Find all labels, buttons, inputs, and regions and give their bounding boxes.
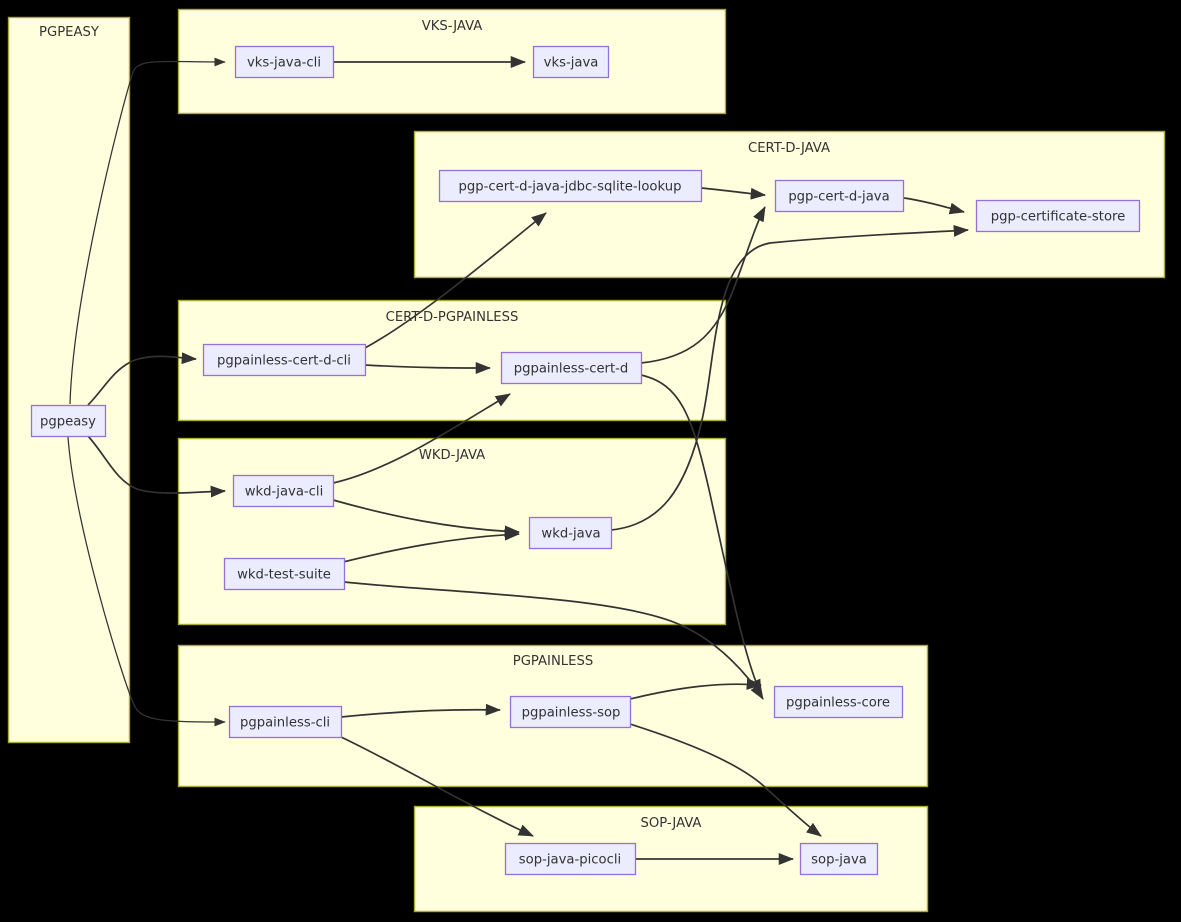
node-pgpainless-core[interactable]: pgpainless-core — [773, 685, 904, 719]
edge-pgp-cert-d-java-to-pgp-certificate-store — [903, 197, 965, 215]
node-pgp-cert-d-java-rect[interactable] — [774, 179, 905, 213]
cluster-pgpainless-label: PGPAINLESS — [513, 654, 593, 669]
cluster-wkd-java: WKD-JAVA — [177, 437, 727, 626]
edge-wkd-test-suite-to-pgpainless-core — [343, 581, 764, 700]
edge-pgpainless-cert-d-cli-to-pgpainless-cert-d — [364, 362, 492, 374]
node-wkd-test-suite-rect[interactable] — [223, 557, 346, 591]
node-sop-java-picocli-label: sop-java-picocli — [519, 853, 621, 868]
node-wkd-java[interactable]: wkd-java — [528, 516, 613, 550]
node-pgp-certificate-store-rect[interactable] — [975, 199, 1141, 233]
node-vks-java-cli[interactable]: vks-java-cli — [234, 45, 335, 79]
node-pgpainless-sop-label: pgpainless-sop — [522, 706, 621, 721]
edge-wkd-java-to-pgp-certificate-store — [610, 225, 970, 531]
node-sop-java[interactable]: sop-java — [799, 842, 879, 876]
edge-pgpeasy-to-wkd-java-cli — [87, 435, 227, 498]
node-vks-java-cli-rect[interactable] — [234, 45, 335, 79]
node-pgpainless-cert-d-label: pgpainless-cert-d — [514, 362, 629, 377]
node-vks-java-cli-label: vks-java-cli — [247, 56, 321, 71]
node-sop-java-picocli[interactable]: sop-java-picocli — [504, 842, 637, 876]
node-pgpainless-cert-d-cli-rect[interactable] — [202, 343, 367, 377]
node-wkd-test-suite[interactable]: wkd-test-suite — [223, 557, 346, 591]
node-vks-java-rect[interactable] — [532, 45, 610, 79]
cluster-wkd-java-label: WKD-JAVA — [419, 448, 485, 463]
node-wkd-java-label: wkd-java — [541, 527, 600, 542]
node-pgpainless-cli-label: pgpainless-cli — [240, 716, 330, 731]
edge-pgpainless-cert-d-to-pgp-cert-d-java — [640, 206, 766, 364]
edge-pgpeasy-to-vks-java-cli — [69, 57, 226, 405]
node-pgpainless-sop-rect[interactable] — [509, 695, 632, 729]
node-vks-java-label: vks-java — [544, 56, 599, 71]
node-pgp-certificate-store-label: pgp-certificate-store — [991, 210, 1126, 225]
node-pgpainless-cert-d[interactable]: pgpainless-cert-d — [500, 351, 643, 385]
cluster-sop-java-label: SOP-JAVA — [641, 816, 702, 831]
node-wkd-java-cli-rect[interactable] — [232, 474, 335, 508]
cluster-vks-java-label: VKS-JAVA — [422, 19, 483, 34]
cluster-cert-d-java-label: CERT-D-JAVA — [748, 141, 830, 156]
node-pgpeasy-rect[interactable] — [30, 404, 107, 438]
node-pgp-cert-d-java-jdbc-sqlite-lookup[interactable]: pgp-cert-d-java-jdbc-sqlite-lookup — [438, 169, 703, 203]
node-sop-java-label: sop-java — [811, 853, 867, 868]
node-sop-java-picocli-rect[interactable] — [504, 842, 637, 876]
node-pgp-certificate-store[interactable]: pgp-certificate-store — [975, 199, 1141, 233]
node-jdbc-sqlite-lookup-label: pgp-cert-d-java-jdbc-sqlite-lookup — [459, 180, 682, 195]
edge-wkd-java-cli-to-pgpainless-cert-d — [332, 393, 511, 484]
edge-pgpeasy-to-pgpainless-cli — [67, 436, 226, 727]
node-wkd-test-suite-label: wkd-test-suite — [237, 568, 331, 583]
node-sop-java-rect[interactable] — [799, 842, 879, 876]
cluster-pgpeasy-label: PGPEASY — [39, 25, 100, 40]
node-pgpainless-sop[interactable]: pgpainless-sop — [509, 695, 632, 729]
node-pgp-cert-d-java-label: pgp-cert-d-java — [788, 190, 889, 205]
node-jdbc-sqlite-lookup-rect[interactable] — [438, 169, 703, 203]
node-wkd-java-rect[interactable] — [528, 516, 613, 550]
edge-wkd-java-cli-to-wkd-java — [332, 499, 521, 538]
edge-pgpainless-sop-to-sop-java — [629, 723, 822, 837]
edge-pgpainless-cert-d-to-pgpainless-core — [640, 374, 762, 695]
edge-pgpainless-cert-d-cli-to-jdbc-sqlite-lookup — [364, 212, 547, 349]
node-pgpainless-cert-d-cli[interactable]: pgpainless-cert-d-cli — [202, 343, 367, 377]
node-pgp-cert-d-java[interactable]: pgp-cert-d-java — [774, 179, 905, 213]
node-pgpainless-core-label: pgpainless-core — [786, 696, 890, 711]
cluster-pgpeasy-rect — [7, 16, 131, 744]
node-pgpainless-cert-d-cli-label: pgpainless-cert-d-cli — [217, 354, 351, 369]
edge-pgpainless-cli-to-pgpainless-sop — [340, 703, 502, 718]
node-pgpainless-cli[interactable]: pgpainless-cli — [228, 705, 343, 739]
node-pgpeasy-label: pgpeasy — [40, 415, 96, 430]
node-vks-java[interactable]: vks-java — [532, 45, 610, 79]
edge-pgpainless-sop-to-pgpainless-core — [629, 678, 763, 700]
node-pgpeasy[interactable]: pgpeasy — [30, 404, 107, 438]
edge-wkd-test-suite-to-wkd-java — [338, 528, 521, 564]
node-wkd-java-cli-label: wkd-java-cli — [245, 485, 324, 500]
node-pgpainless-core-rect[interactable] — [773, 685, 904, 719]
node-pgpainless-cli-rect[interactable] — [228, 705, 343, 739]
edge-pgpainless-cli-to-sop-java-picocli — [340, 736, 534, 837]
node-pgpainless-cert-d-rect[interactable] — [500, 351, 643, 385]
cluster-wkd-java-rect — [177, 437, 727, 626]
node-wkd-java-cli[interactable]: wkd-java-cli — [232, 474, 335, 508]
edge-pgpeasy-to-pgpainless-cert-d-cli — [87, 352, 198, 406]
edge-jdbc-sqlite-lookup-to-pgp-cert-d-java — [700, 187, 767, 200]
cluster-pgpeasy: PGPEASY — [7, 16, 131, 744]
